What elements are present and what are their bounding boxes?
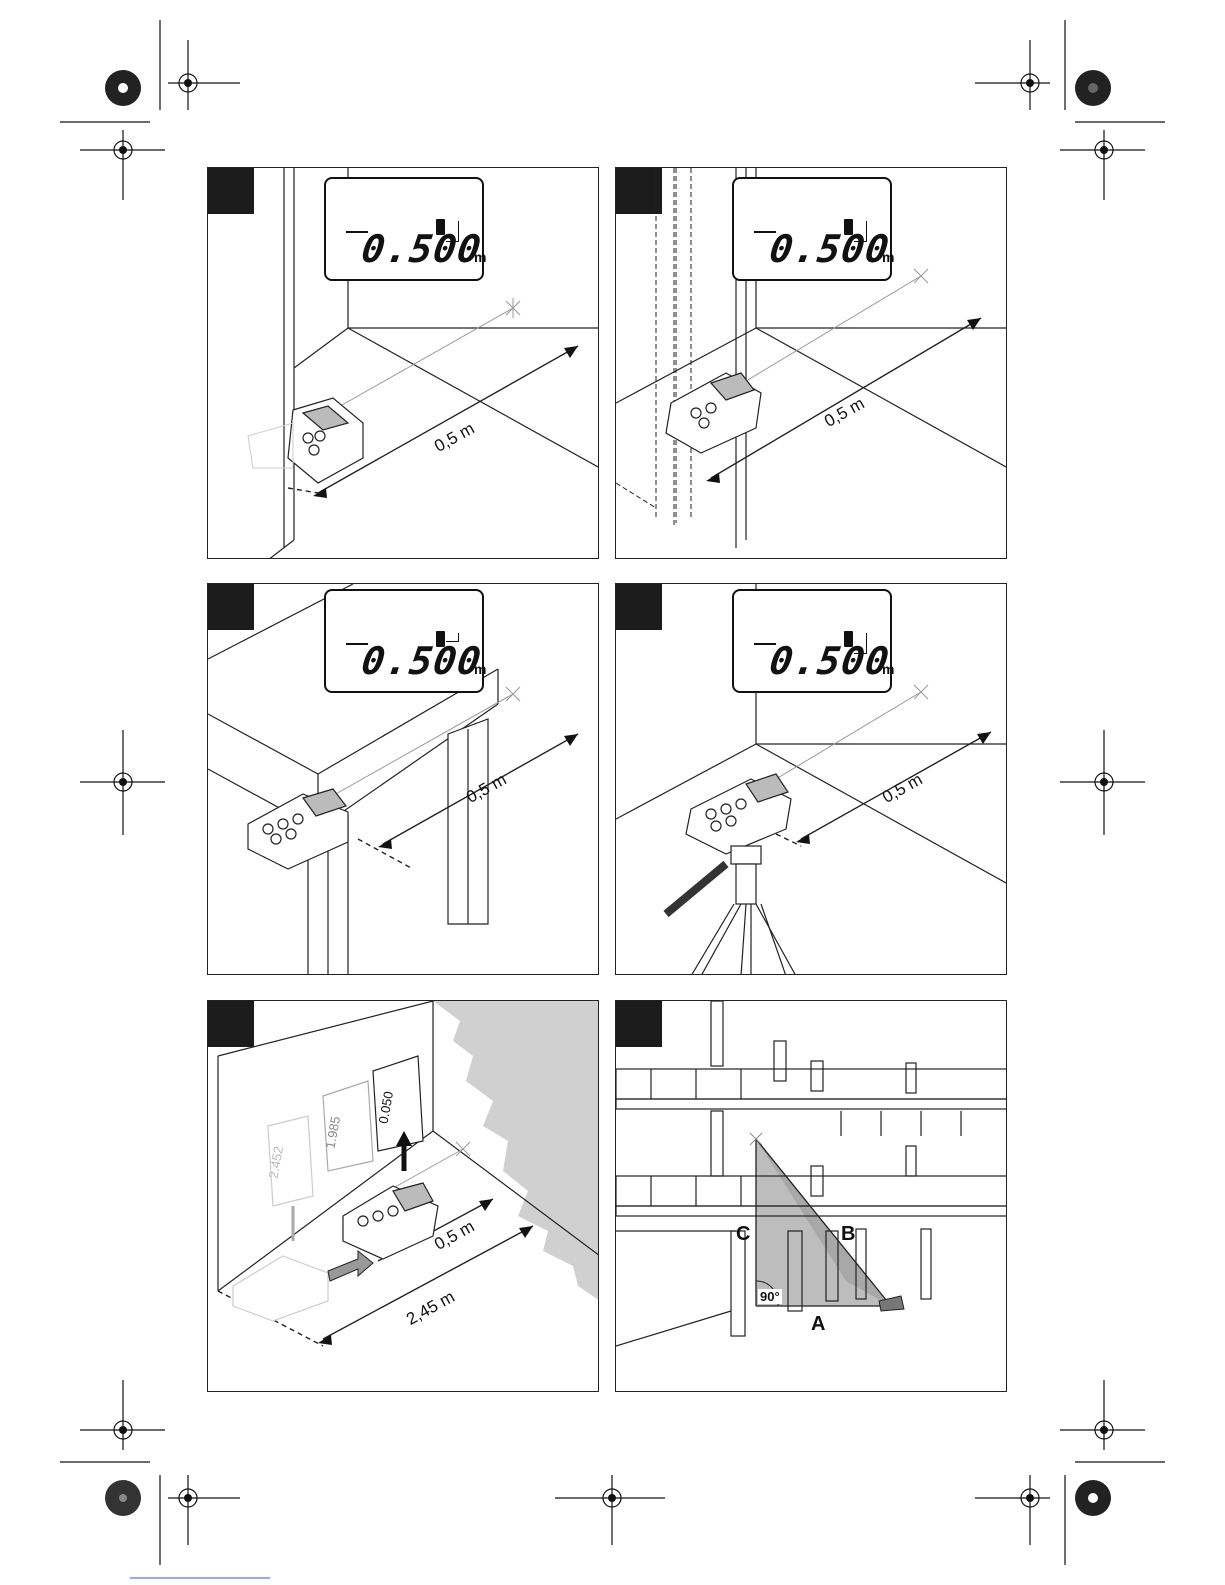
reference-front-icon — [436, 631, 445, 647]
reference-thread-icon — [844, 631, 853, 647]
reference-rear-icon — [854, 221, 867, 242]
lcd-display: 0.500 m — [324, 177, 484, 281]
lcd-display: 0.500 m — [732, 177, 892, 281]
lcd-value: 0.500 — [359, 227, 485, 271]
figure-panel-1: 0.500 m 0,5 m — [207, 167, 599, 559]
lcd-unit: m — [474, 249, 486, 265]
figure-panel-4: 0.500 m 0,5 m — [615, 583, 1007, 975]
reference-thread-line-icon — [854, 633, 867, 654]
reference-rear-icon — [446, 221, 459, 242]
lcd-unit: m — [882, 661, 894, 677]
lcd-value: 0.500 — [767, 639, 893, 683]
reference-front-line-icon — [446, 633, 459, 642]
point-label-b: B — [841, 1223, 855, 1246]
lcd-display: 0.500 m — [324, 589, 484, 693]
figure-panel-5: 2.452 1.985 0.050 0,5 m 2,45 m — [207, 1000, 599, 1392]
figure-panel-2: 0.500 m 0,5 m — [615, 167, 1007, 559]
lcd-value: 0.500 — [767, 227, 893, 271]
figure-panel-3: 0.500 m 0,5 m — [207, 583, 599, 975]
lcd-unit: m — [882, 249, 894, 265]
right-angle-label: 90° — [758, 1289, 782, 1304]
lcd-value: 0.500 — [359, 639, 485, 683]
figure-panel-6: C B A 90° — [615, 1000, 1007, 1392]
reference-device-icon — [436, 219, 445, 235]
point-label-c: C — [736, 1223, 750, 1246]
continuous-measurement-drawing — [208, 1001, 599, 1392]
lcd-unit: m — [474, 661, 486, 677]
lcd-display: 0.500 m — [732, 589, 892, 693]
reference-pin-icon — [844, 219, 853, 235]
point-label-a: A — [811, 1313, 825, 1336]
